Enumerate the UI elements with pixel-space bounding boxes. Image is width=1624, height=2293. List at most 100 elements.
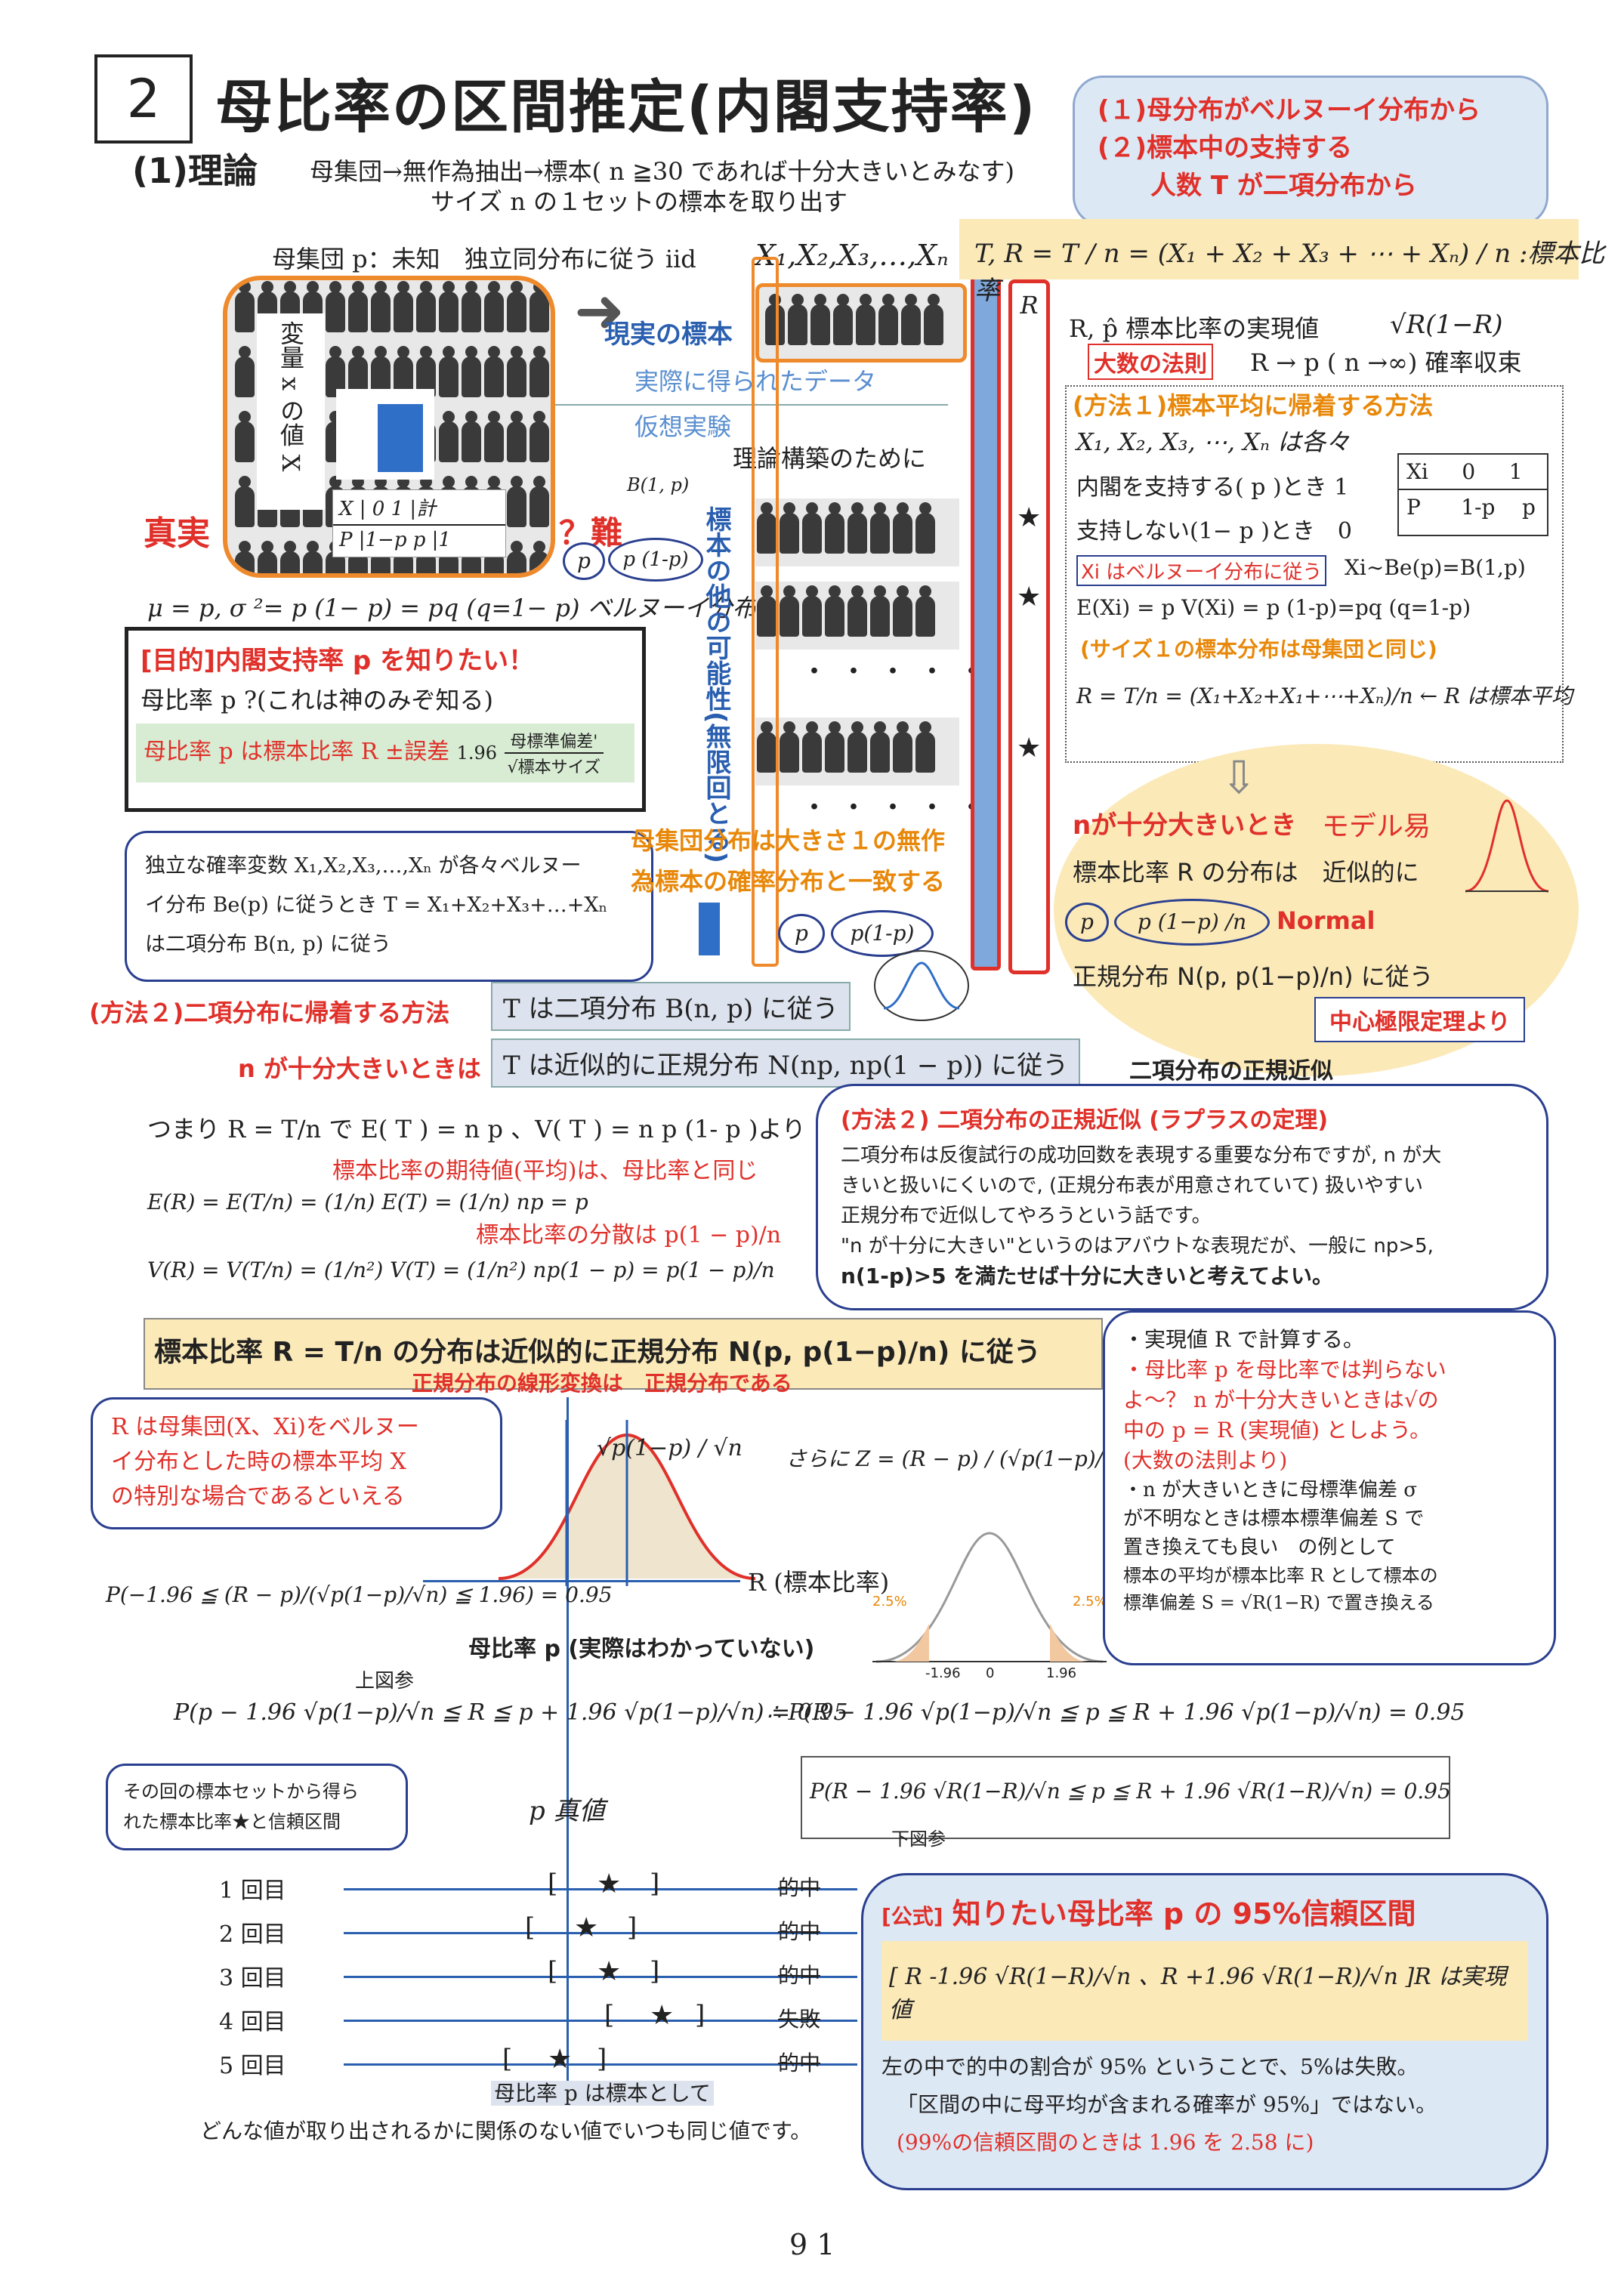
callout-line-2: (２)標本中の支持する bbox=[1098, 133, 1353, 163]
t-column bbox=[971, 264, 1001, 971]
page-number: 9 1 bbox=[789, 2228, 835, 2261]
person-icon bbox=[893, 585, 912, 637]
person-icon bbox=[484, 346, 504, 397]
pq-circle-text: p(1-p) bbox=[850, 921, 915, 946]
interval-bracket-right: ] bbox=[597, 2044, 607, 2074]
person-icon bbox=[529, 411, 549, 462]
person-icon bbox=[825, 502, 844, 554]
pq-circle-3: p(1-p) bbox=[831, 910, 934, 957]
person-icon bbox=[507, 411, 526, 462]
person-icon bbox=[462, 411, 481, 462]
star-icon: ★ bbox=[650, 2000, 675, 2031]
sample-column-outline bbox=[752, 257, 779, 967]
inequality-3-box: P(R − 1.96 √R(1−R)/√n ≦ p ≦ R + 1.96 √R(… bbox=[801, 1756, 1451, 1839]
tr-formula: T, R = T / n = (X₁ + X₂ + X₃ + ⋯ + Xₙ) /… bbox=[974, 239, 1605, 306]
person-icon bbox=[780, 585, 799, 637]
laplace-line-2: きいと扱いにくいので, (正規分布表が用意されていて) 扱いやすい bbox=[841, 1174, 1424, 1197]
trial-label: 2 回目 bbox=[219, 1921, 286, 1948]
person-icon bbox=[780, 721, 799, 773]
right-note-line-9: 標本の平均が標本比率 R として標本の bbox=[1123, 1565, 1438, 1586]
r-special-line-3: の特別な場合であるといえる bbox=[111, 1483, 405, 1510]
person-icon bbox=[258, 541, 277, 573]
section-subtitle: (1)理論 bbox=[132, 150, 258, 191]
population-label: 母集団 p：未知 独立同分布に従う iid bbox=[272, 245, 696, 273]
sample-note-box: その回の標本セットから得ら れた標本比率★と信頼区間 bbox=[106, 1764, 408, 1850]
real-sample-crowd bbox=[755, 283, 967, 363]
interval-bracket-right: ] bbox=[650, 1869, 660, 1899]
laplace-box: (方法２) 二項分布の正規近似 (ラプラスの定理) 二項分布は反復試行の成功回数… bbox=[816, 1084, 1548, 1310]
p-circle-text: p bbox=[577, 548, 591, 573]
exp-note: 標本比率の期待値(平均)は、母比率と同じ bbox=[332, 1158, 758, 1184]
person-icon bbox=[529, 281, 549, 332]
person-icon bbox=[915, 585, 935, 637]
person-icon bbox=[802, 585, 822, 637]
bottom-note-line-2: どんな値が取り出されるかに関係のない値でいつも同じ値です。 bbox=[200, 2119, 812, 2143]
trial-line bbox=[344, 1888, 857, 1890]
right-note-line-4: 中の p = R (実現値) としよう。 bbox=[1123, 1418, 1431, 1443]
person-icon bbox=[529, 476, 549, 527]
headline-text: 標本比率 R = T/n の分布は近似的に正規分布 N(p, p(1−p)/n)… bbox=[154, 1337, 1041, 1368]
formula-box: [公式] 知りたい母比率 p の 95%信頼区間 [ R -1.96 √R(1−… bbox=[861, 1873, 1548, 2190]
formula-title: [公式] 知りたい母比率 p の 95%信頼区間 bbox=[881, 1890, 1528, 1932]
curve-outline bbox=[874, 950, 969, 1021]
star-icon: ★ bbox=[1017, 502, 1042, 533]
person-icon bbox=[924, 294, 943, 345]
realized-label: R, p̂ 標本比率の実現値 bbox=[1069, 314, 1320, 343]
theory-label: 理論構築のために bbox=[733, 444, 927, 473]
var-note: 標本比率の分散は p(1 − p)/n bbox=[476, 1222, 782, 1248]
star-icon: ★ bbox=[597, 1956, 622, 1987]
xi-table-head: Xi 0 1 bbox=[1399, 455, 1547, 490]
formula-main-text: [ R -1.96 √R(1−R)/√n 、R +1.96 √R(1−R)/√n… bbox=[889, 1964, 1507, 2023]
variable-label: 変量 x の値 X bbox=[276, 321, 305, 472]
pop-dist-line-1: 母集団分布は大きさ１の無作 bbox=[631, 826, 946, 855]
tail-left bbox=[891, 1624, 929, 1662]
right-note-line-5: (大数の法則より) bbox=[1123, 1448, 1288, 1473]
purpose-green-b: 1.96 bbox=[456, 742, 498, 764]
person-icon bbox=[439, 281, 458, 332]
inequality-1: P(p − 1.96 √p(1−p)/√n ≦ R ≦ p + 1.96 √p(… bbox=[174, 1699, 848, 1726]
person-icon bbox=[848, 721, 867, 773]
laplace-title-text: (方法２) 二項分布の正規近似 (ラプラスの定理) bbox=[841, 1107, 1329, 1134]
person-icon bbox=[833, 294, 853, 345]
person-icon bbox=[484, 281, 504, 332]
r-axis-line bbox=[423, 1580, 740, 1582]
probability-table: X | 0 1 |計 P |1−p p |1 bbox=[332, 489, 506, 557]
normal-curve-small bbox=[1465, 799, 1549, 893]
intro-line-1: 母集団→無作為抽出→標本( n ≧30 であれば十分大きいとみなす) bbox=[310, 157, 1014, 186]
curve-path bbox=[1465, 799, 1549, 893]
person-icon bbox=[893, 721, 912, 773]
support-label: 内閣を支持する( p )とき 1 bbox=[1076, 474, 1349, 501]
tsumari-line: つまり R = T/n で E( T ) = n p 、V( T ) = n p… bbox=[147, 1115, 806, 1143]
xs-label: X₁, X₂, X₃, ⋯, Xₙ は各々 bbox=[1076, 427, 1351, 456]
sample-note-line-1: その回の標本セットから得ら bbox=[123, 1781, 359, 1802]
method2-title: (方法２)二項分布に帰着する方法 bbox=[89, 998, 450, 1027]
person-icon bbox=[394, 281, 413, 332]
notsupport-label: 支持しない(1− p )とき 0 bbox=[1076, 518, 1352, 545]
person-icon bbox=[878, 294, 898, 345]
p-circle-text: p bbox=[795, 921, 808, 946]
pop-dist-line-2: 為標本の確率分布と一致する bbox=[631, 867, 946, 896]
sample-crowd-4 bbox=[755, 718, 959, 785]
person-icon bbox=[802, 721, 822, 773]
clt-label: 中心極限定理より bbox=[1314, 997, 1526, 1042]
fraction-den: √標本サイズ bbox=[507, 758, 601, 777]
person-icon bbox=[439, 411, 458, 462]
right-note-line-1: ・実現値 R で計算する。 bbox=[1123, 1327, 1364, 1352]
std-curve-path bbox=[875, 1532, 1104, 1663]
inequality-2: ∴ P(R − 1.96 √p(1−p)/√n ≦ p ≦ R + 1.96 √… bbox=[767, 1699, 1465, 1726]
sample-note-line-2: れた標本比率★と信頼区間 bbox=[123, 1811, 341, 1832]
crowd-people bbox=[755, 502, 959, 566]
lln-label: 大数の法則 bbox=[1088, 344, 1213, 380]
callout-line-3: 人数 T が二項分布から bbox=[1150, 171, 1417, 201]
person-icon bbox=[788, 294, 807, 345]
pop-p-label: 母比率 p (実際はわかっていない) bbox=[468, 1636, 815, 1662]
r-special-box: R は母集団(X、Xi)をベルヌー イ分布とした時の標本平均 X の特別な場合で… bbox=[91, 1397, 502, 1529]
crowd-people bbox=[759, 294, 963, 359]
xi-be: Xi∼Be(p)=B(1,p) bbox=[1345, 555, 1526, 580]
tail-right bbox=[1050, 1624, 1088, 1662]
trial-line bbox=[344, 2063, 857, 2066]
callout-line-1: (１)母分布がベルヌーイ分布から bbox=[1098, 95, 1481, 125]
r-special-line-1: R は母集団(X、Xi)をベルヌー bbox=[111, 1414, 419, 1440]
bell-curve bbox=[498, 1420, 756, 1586]
bernoulli-line: μ = p, σ ²= p (1− p) = pq (q=1− p) ベルヌーイ… bbox=[147, 594, 757, 622]
